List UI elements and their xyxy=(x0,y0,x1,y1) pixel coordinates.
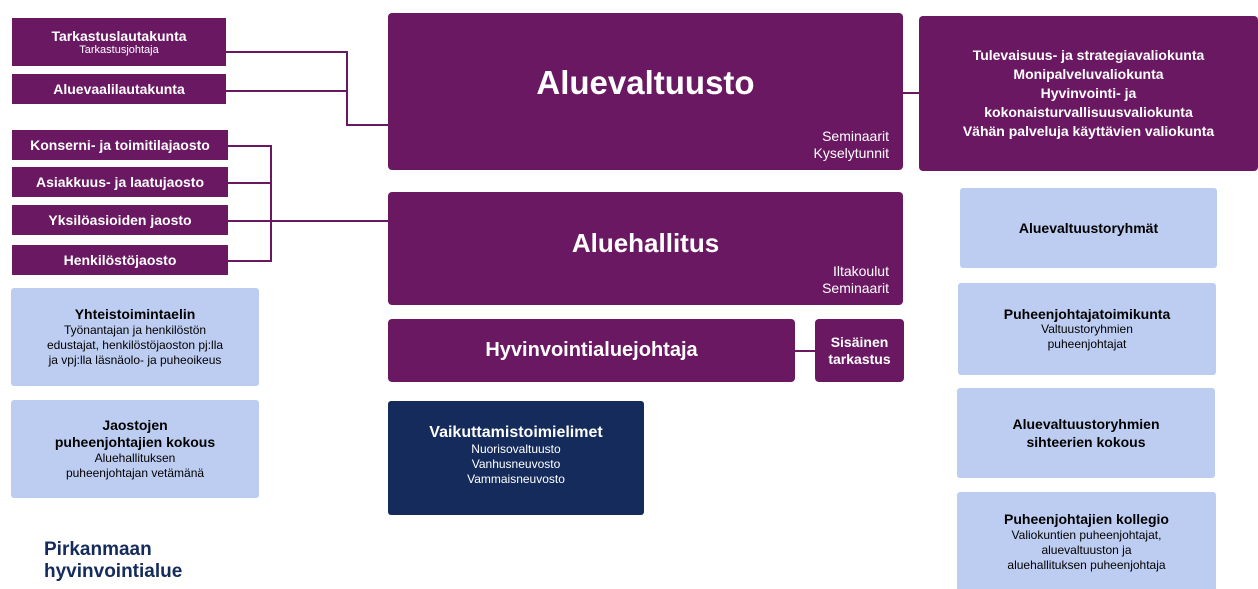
yhteistoimintaelin-line: Työnantajan ja henkilöstön xyxy=(63,323,207,337)
logo-line: Pirkanmaan xyxy=(44,539,152,560)
connector-jaosto-2 xyxy=(228,182,272,184)
connector-aluevaali xyxy=(226,90,348,92)
jaosto-box-yksiloasiat: Yksilöasioiden jaosto xyxy=(12,205,228,235)
connector-tarkastus-vertical xyxy=(346,51,348,126)
jaosto-box-konserni: Konserni- ja toimitilajaosto xyxy=(12,130,228,160)
jaosto-box-henkilosto: Henkilöstöjaosto xyxy=(12,245,228,275)
puheenjohtajatoimikunta-line: puheenjohtajat xyxy=(1047,337,1127,351)
note-line: Iltakoulut xyxy=(832,263,889,279)
vaikuttamistoimielin-line: Vanhusneuvosto xyxy=(471,457,561,471)
valiokunta-line: Vähän palveluja käyttävien valiokunta xyxy=(962,123,1215,139)
connector-tarkastus-to-valtuusto xyxy=(346,124,390,126)
connector-tarkastus xyxy=(226,51,348,53)
tarkastusjohtaja-label: Tarkastusjohtaja xyxy=(79,44,159,56)
jaosto-box-asiakkuus: Asiakkuus- ja laatujaosto xyxy=(12,167,228,197)
yhteistoimintaelin-line: edustajat, henkilöstöjaoston pj:lla xyxy=(46,338,224,352)
valiokunta-line: Hyvinvointi- ja xyxy=(1040,85,1137,101)
jaostojen-kokous-box: Jaostojen puheenjohtajien kokous Aluehal… xyxy=(11,400,259,498)
valiokunta-line: Monipalveluvaliokunta xyxy=(1013,66,1164,82)
jaostojen-kokous-line: puheenjohtajan vetämänä xyxy=(65,466,205,480)
aluevaalilautakunta-box: Aluevaalilautakunta xyxy=(12,74,226,104)
jaostojen-kokous-line: Aluehallituksen xyxy=(94,451,176,465)
puheenjohtajatoimikunta-line: Valtuustoryhmien xyxy=(1041,322,1133,336)
aluevaltuusto-title: Aluevaltuusto xyxy=(536,63,755,101)
sisainen-tarkastus-line: tarkastus xyxy=(828,350,891,367)
valiokunta-line: kokonaisturvallisuusvaliokunta xyxy=(984,104,1193,120)
kollegio-line: Valiokuntien puheenjohtajat, xyxy=(1011,528,1162,542)
sisainen-tarkastus-box: Sisäinen tarkastus xyxy=(815,319,904,382)
jaostojen-kokous-title: Jaostojen xyxy=(102,417,168,433)
jaosto-label: Yksilöasioiden jaosto xyxy=(48,212,192,228)
vaikuttamistoimielin-line: Nuorisovaltuusto xyxy=(471,442,561,456)
vaikuttamistoimielimet-box: Vaikuttamistoimielimet Nuorisovaltuusto … xyxy=(388,401,644,515)
tarkastuslautakunta-title: Tarkastuslautakunta xyxy=(51,28,187,44)
yhteistoimintaelin-title: Yhteistoimintaelin xyxy=(74,306,196,322)
sisainen-tarkastus-line: Sisäinen xyxy=(830,333,889,350)
connector-jaostot-vertical xyxy=(270,145,272,262)
connector-jaosto-1 xyxy=(228,145,272,147)
aluevaltuustoryhmat-label: Aluevaltuustoryhmät xyxy=(1018,220,1159,236)
jaosto-label: Henkilöstöjaosto xyxy=(63,252,177,268)
kollegio-box: Puheenjohtajien kollegio Valiokuntien pu… xyxy=(957,492,1216,589)
logo-line: hyvinvointialue xyxy=(44,561,183,582)
sihteerien-kokous-line: sihteerien kokous xyxy=(1026,434,1146,450)
connector-jaosto-3 xyxy=(228,220,272,222)
kollegio-title: Puheenjohtajien kollegio xyxy=(1004,511,1169,527)
jaostojen-kokous-title: puheenjohtajien kokous xyxy=(54,434,216,450)
jaosto-label: Asiakkuus- ja laatujaosto xyxy=(35,174,205,190)
aluehallitus-title: Aluehallitus xyxy=(571,228,720,258)
aluehallitus-box: Aluehallitus Iltakoulut Seminaarit xyxy=(388,192,903,305)
note-line: Seminaarit xyxy=(822,128,889,144)
aluevaltuustoryhmat-box: Aluevaltuustoryhmät xyxy=(960,188,1217,268)
puheenjohtajatoimikunta-title: Puheenjohtajatoimikunta xyxy=(1003,306,1171,322)
aluevaltuusto-box: Aluevaltuusto Seminaarit Kyselytunnit xyxy=(388,13,903,170)
aluevaalilautakunta-label: Aluevaalilautakunta xyxy=(53,81,185,97)
vaikuttamistoimielin-line: Vammaisneuvosto xyxy=(467,472,565,486)
tarkastuslautakunta-box: Tarkastuslautakunta Tarkastusjohtaja xyxy=(12,18,226,66)
hyvinvointialuejohtaja-box: Hyvinvointialuejohtaja xyxy=(388,319,795,382)
note-line: Seminaarit xyxy=(822,280,889,296)
yhteistoimintaelin-line: ja vpj:lla läsnäolo- ja puheoikeus xyxy=(48,353,222,367)
connector-valiokunnat xyxy=(903,92,920,94)
aluevaltuusto-notes: Seminaarit Kyselytunnit xyxy=(814,128,889,162)
hyvinvointialuejohtaja-label: Hyvinvointialuejohtaja xyxy=(485,339,698,361)
connector-sisainen xyxy=(795,350,815,352)
sihteerien-kokous-line: Aluevaltuustoryhmien xyxy=(1012,416,1160,432)
note-line: Kyselytunnit xyxy=(813,145,889,161)
vaikuttamistoimielimet-title: Vaikuttamistoimielimet xyxy=(429,424,603,441)
kollegio-line: aluehallituksen puheenjohtaja xyxy=(1007,558,1166,572)
connector-jaostot-to-hallitus xyxy=(270,220,390,222)
jaosto-label: Konserni- ja toimitilajaosto xyxy=(30,137,210,153)
connector-jaosto-4 xyxy=(228,260,272,262)
yhteistoimintaelin-box: Yhteistoimintaelin Työnantajan ja henkil… xyxy=(11,288,259,386)
organization-logo: Pirkanmaan hyvinvointialue xyxy=(44,539,182,583)
valiokunnat-box: Tulevaisuus- ja strategiavaliokunta Moni… xyxy=(919,16,1258,171)
aluehallitus-notes: Iltakoulut Seminaarit xyxy=(822,263,889,297)
kollegio-line: aluevaltuuston ja xyxy=(1041,543,1132,557)
puheenjohtajatoimikunta-box: Puheenjohtajatoimikunta Valtuustoryhmien… xyxy=(958,283,1216,375)
valiokunta-line: Tulevaisuus- ja strategiavaliokunta xyxy=(972,47,1205,63)
sihteerien-kokous-box: Aluevaltuustoryhmien sihteerien kokous xyxy=(957,388,1215,478)
